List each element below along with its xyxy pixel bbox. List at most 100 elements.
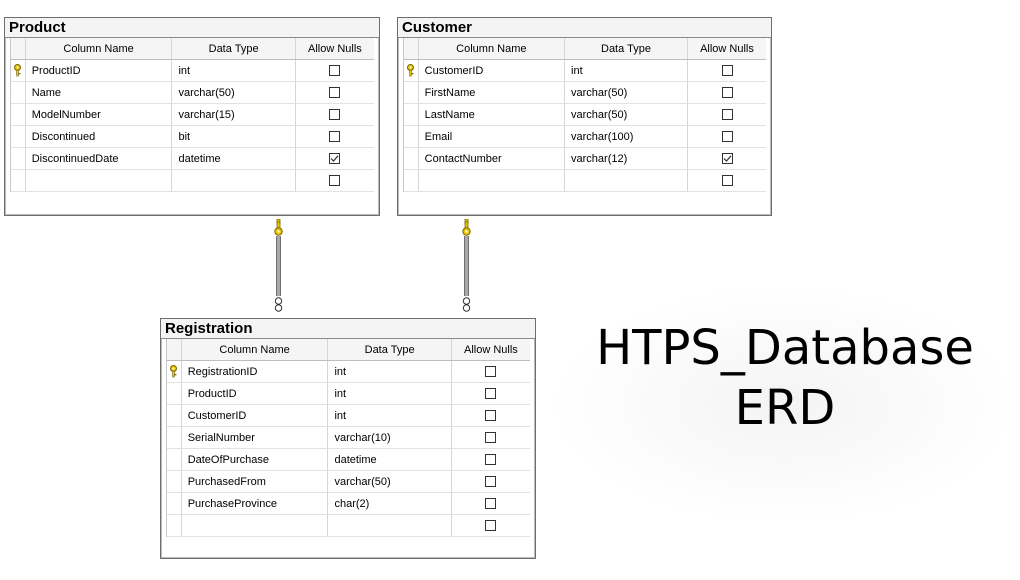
checkbox[interactable] bbox=[329, 65, 341, 76]
data-type-cell[interactable]: varchar(50) bbox=[565, 82, 689, 103]
header-data-type: Data Type bbox=[172, 38, 296, 59]
column-name-cell[interactable]: LastName bbox=[419, 104, 566, 125]
checkbox[interactable] bbox=[485, 476, 497, 487]
column-name-cell[interactable]: PurchasedFrom bbox=[182, 471, 329, 492]
header-allow-nulls: Allow Nulls bbox=[307, 42, 362, 55]
checkbox[interactable] bbox=[721, 109, 733, 120]
checked-checkbox[interactable] bbox=[721, 153, 733, 164]
checkbox[interactable] bbox=[485, 498, 497, 509]
allow-nulls-cell bbox=[296, 104, 374, 125]
column-name-cell[interactable]: ContactNumber bbox=[419, 148, 566, 169]
column-name-cell[interactable]: FirstName bbox=[419, 82, 566, 103]
table-row[interactable] bbox=[11, 170, 374, 192]
data-type-cell[interactable]: int bbox=[328, 383, 452, 404]
column-name-cell[interactable]: RegistrationID bbox=[182, 361, 329, 382]
column-name-cell[interactable]: Discontinued bbox=[26, 126, 173, 147]
row-selector bbox=[11, 126, 26, 147]
checkbox[interactable] bbox=[721, 131, 733, 142]
checkbox[interactable] bbox=[485, 520, 497, 531]
column-name-cell[interactable]: Email bbox=[419, 126, 566, 147]
data-type-cell[interactable]: varchar(50) bbox=[565, 104, 689, 125]
row-selector bbox=[404, 82, 419, 103]
checkbox[interactable] bbox=[329, 109, 341, 120]
data-type-cell[interactable] bbox=[328, 515, 452, 536]
column-name-cell[interactable] bbox=[419, 170, 566, 191]
checkbox[interactable] bbox=[721, 65, 733, 76]
column-name-cell[interactable] bbox=[182, 515, 329, 536]
column-name-cell[interactable]: DateOfPurchase bbox=[182, 449, 329, 470]
column-name-cell[interactable]: CustomerID bbox=[419, 60, 566, 81]
data-type-cell[interactable]: varchar(12) bbox=[565, 148, 689, 169]
column-name-cell[interactable] bbox=[26, 170, 173, 191]
table-row[interactable] bbox=[404, 170, 766, 192]
checkbox[interactable] bbox=[485, 410, 497, 421]
data-type-cell[interactable]: datetime bbox=[328, 449, 452, 470]
allow-nulls-cell bbox=[688, 104, 766, 125]
data-type-cell[interactable]: varchar(100) bbox=[565, 126, 689, 147]
column-name-cell[interactable]: SerialNumber bbox=[182, 427, 329, 448]
data-type-cell[interactable]: varchar(50) bbox=[172, 82, 296, 103]
checkbox[interactable] bbox=[485, 366, 497, 377]
row-selector bbox=[167, 405, 182, 426]
infinity-icon bbox=[274, 296, 283, 319]
checkbox[interactable] bbox=[485, 454, 497, 465]
data-type-cell[interactable]: datetime bbox=[172, 148, 296, 169]
checked-checkbox[interactable] bbox=[329, 153, 341, 164]
column-name-cell[interactable]: PurchaseProvince bbox=[182, 493, 329, 514]
checkbox[interactable] bbox=[721, 175, 733, 186]
row-selector bbox=[167, 449, 182, 470]
column-name-cell[interactable]: DiscontinuedDate bbox=[26, 148, 173, 169]
relationship-line-customer[interactable] bbox=[464, 236, 469, 296]
column-name-cell[interactable]: ProductID bbox=[26, 60, 173, 81]
data-type-cell[interactable]: varchar(15) bbox=[172, 104, 296, 125]
data-type-cell[interactable]: int bbox=[565, 60, 689, 81]
data-type-cell[interactable] bbox=[565, 170, 689, 191]
column-name-cell[interactable]: ProductID bbox=[182, 383, 329, 404]
relationship-line-product[interactable] bbox=[276, 236, 281, 296]
data-type-cell[interactable]: int bbox=[328, 361, 452, 382]
data-type-cell[interactable]: varchar(10) bbox=[328, 427, 452, 448]
column-name-cell[interactable]: ModelNumber bbox=[26, 104, 173, 125]
column-name-cell[interactable]: CustomerID bbox=[182, 405, 329, 426]
checkbox[interactable] bbox=[485, 388, 497, 399]
table-row[interactable] bbox=[167, 515, 530, 537]
data-type-cell[interactable]: bit bbox=[172, 126, 296, 147]
checkbox[interactable] bbox=[329, 175, 341, 186]
data-type-cell[interactable]: char(2) bbox=[328, 493, 452, 514]
column-name-cell[interactable]: Name bbox=[26, 82, 173, 103]
allow-nulls-cell bbox=[296, 170, 374, 191]
header-data-type: Data Type bbox=[565, 38, 688, 59]
data-type-cell[interactable]: int bbox=[172, 60, 296, 81]
checkbox[interactable] bbox=[721, 87, 733, 98]
row-selector bbox=[404, 126, 419, 147]
checkbox[interactable] bbox=[329, 131, 341, 142]
checkbox[interactable] bbox=[485, 432, 497, 443]
checkbox[interactable] bbox=[329, 87, 341, 98]
data-type-cell[interactable]: varchar(50) bbox=[328, 471, 452, 492]
data-type-cell[interactable] bbox=[172, 170, 296, 191]
data-type-cell[interactable]: int bbox=[328, 405, 452, 426]
